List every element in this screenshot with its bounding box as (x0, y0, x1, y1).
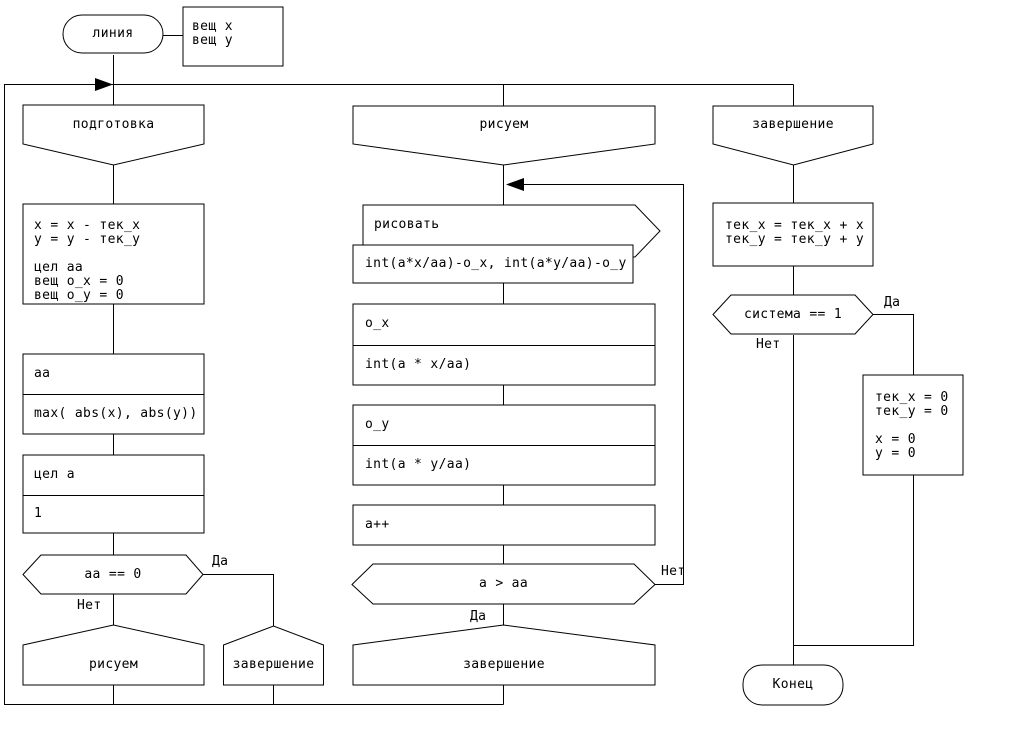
decision-hex-a-aa (351, 563, 656, 605)
assign-aa-name: aa (34, 366, 51, 381)
pennant-risovat-label: рисовать (374, 217, 440, 232)
params-declaration-text: вещ x вещ y (192, 19, 233, 48)
header-shape-finish (712, 105, 874, 166)
arrowhead-left-icon (506, 178, 524, 191)
decision-aa-label: aa == 0 (84, 566, 142, 582)
decision-hex-system (712, 294, 874, 335)
decision-a-aa-yes-label: Да (470, 609, 487, 624)
process-increment-text: a++ (365, 517, 390, 532)
edge-finish-yes-branch (793, 314, 914, 646)
process-update-text: тек_x = тек_x + x тек_y = тек_y + y (725, 218, 865, 247)
call-finish-left-label: завершение (232, 657, 315, 672)
assign-ox-name: o_x (365, 316, 390, 331)
header-draw-label: рисуем (479, 117, 529, 132)
header-shape-draw (352, 105, 656, 166)
call-shape-draw (22, 624, 205, 686)
process-box-init (22, 203, 205, 305)
assign-a-name: цел a (34, 467, 75, 482)
assign-a-value: 1 (34, 506, 43, 521)
decision-system-yes-label: Да (884, 295, 901, 310)
params-declaration-box (182, 6, 284, 67)
terminator-start (62, 14, 164, 54)
decision-aa-yes-label: Да (212, 554, 229, 569)
process-box-increment (352, 504, 656, 546)
call-draw-label: рисуем (88, 657, 139, 672)
decision-hex-aa (22, 554, 204, 595)
args-box-risovat (352, 244, 634, 284)
process-box-update (712, 202, 874, 267)
assign-box-ox (352, 303, 656, 386)
header-finish-label: завершение (752, 117, 834, 132)
edge-draw-no-loop (524, 184, 684, 585)
assign-oy-name: o_y (365, 417, 390, 432)
assign-oy-value: int(a * y/aa) (365, 457, 472, 472)
arrowhead-right-icon (95, 78, 113, 91)
terminator-start-label: линия (92, 26, 134, 41)
edge-prep-yes-branch (203, 574, 274, 705)
decision-system-no-label: Нет (756, 337, 781, 352)
decision-a-aa-no-label: Нет (661, 564, 686, 579)
terminator-end-label: Конец (772, 677, 814, 692)
header-shape-prep (22, 104, 205, 166)
edge-main-loop (4, 84, 794, 705)
decision-aa-no-label: Нет (77, 598, 102, 613)
header-prep-label: подготовка (72, 116, 155, 132)
decision-system-label: система == 1 (743, 306, 843, 322)
call-shape-finish-left (223, 625, 324, 686)
process-box-reset (862, 374, 964, 476)
call-shape-finish-mid (352, 624, 656, 686)
terminator-end (742, 664, 844, 706)
assign-box-a (22, 454, 205, 534)
decision-a-aa-label: a > aa (478, 576, 529, 591)
assign-aa-value: max( abs(x), abs(y)) (34, 406, 198, 421)
process-reset-text: тек_x = 0 тек_y = 0 x = 0 y = 0 (875, 390, 949, 461)
assign-ox-value: int(a * x/aa) (365, 357, 472, 372)
process-init-text: x = x - тек_x y = y - тек_y цел aa вещ o… (34, 218, 141, 303)
call-finish-mid-label: завершение (463, 657, 545, 672)
args-risovat-text: int(a*x/aa)-o_x, int(a*y/aa)-o_y (365, 256, 627, 271)
